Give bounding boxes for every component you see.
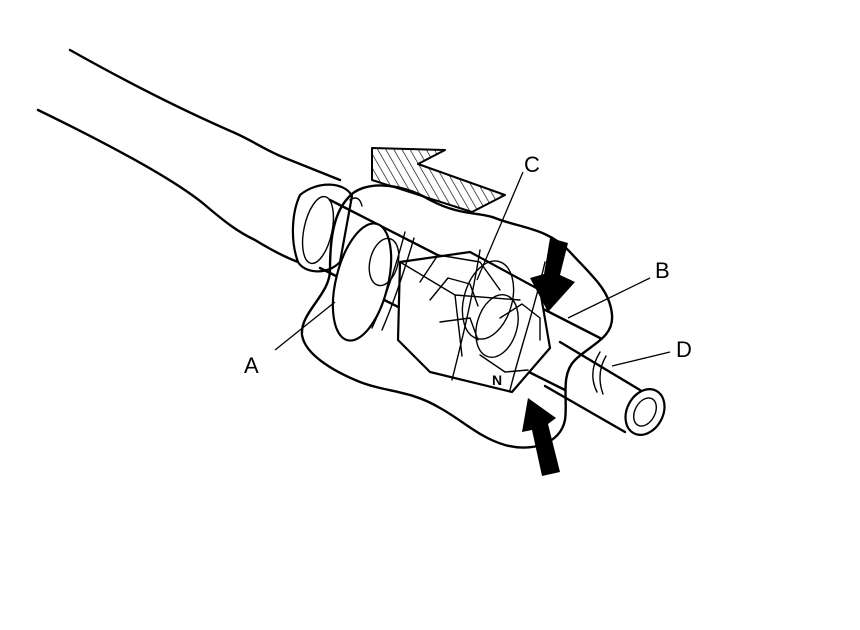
pipe (543, 340, 666, 436)
press-arrow-icon (522, 238, 575, 476)
callout-a-line (274, 301, 336, 351)
label-c: C (524, 152, 540, 177)
callout-c-line (476, 171, 524, 281)
hatched-arrow-icon (371, 147, 506, 213)
cover-fold (349, 197, 363, 207)
protective-cover (300, 184, 614, 449)
quick-connector: N (331, 222, 552, 394)
hose (36, 48, 354, 273)
callout-d-line (611, 351, 671, 367)
svg-text:N: N (492, 372, 502, 388)
label-b: B (655, 258, 670, 283)
callout-b-line (567, 277, 651, 319)
label-a: A (244, 353, 259, 378)
label-d: D (676, 337, 692, 362)
